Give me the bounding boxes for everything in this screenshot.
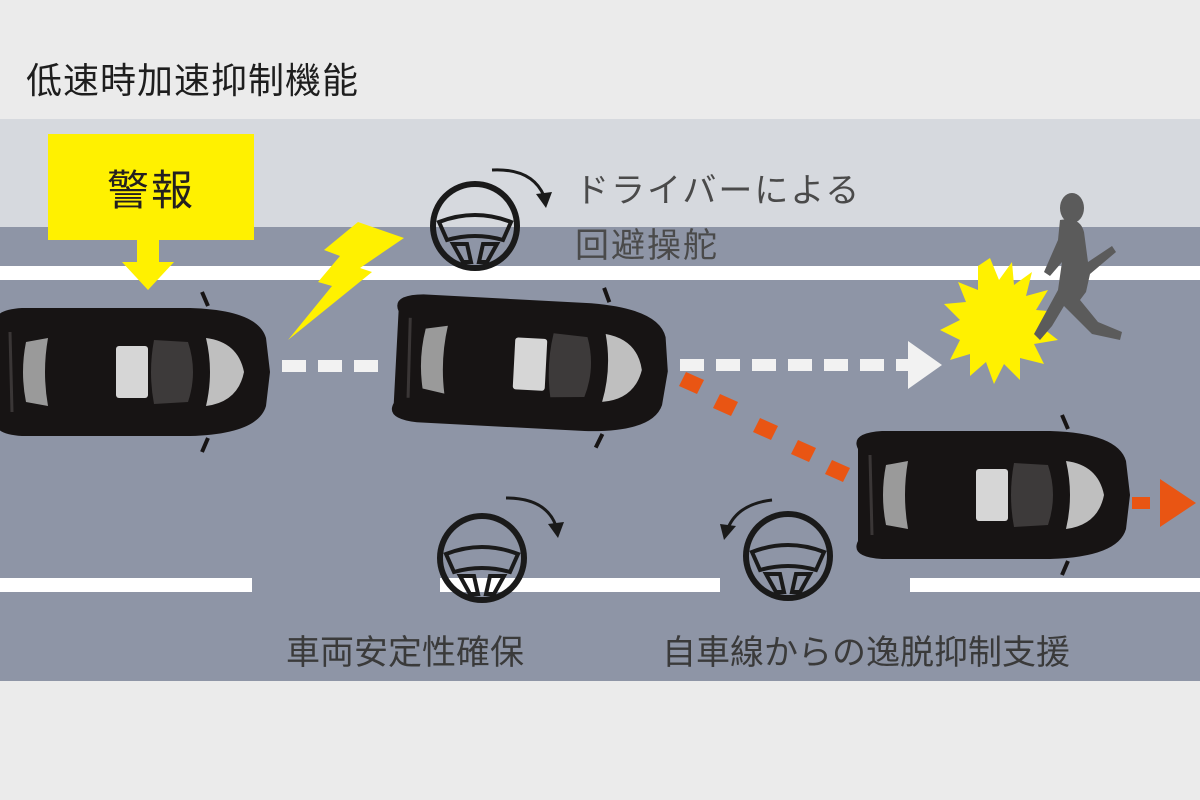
rotate-clockwise-icon bbox=[505, 496, 558, 527]
lane-line-bottom bbox=[0, 578, 252, 592]
rotate-counterclockwise-icon bbox=[726, 498, 773, 529]
rotate-clockwise-icon bbox=[491, 168, 546, 197]
car-lane-keep bbox=[854, 413, 1132, 577]
warning-bolt-icon bbox=[288, 222, 404, 340]
car-warning bbox=[0, 290, 272, 454]
stability-label: 車両安定性確保 bbox=[286, 633, 524, 673]
driver-avoidance-label: 回避操舵 bbox=[575, 226, 719, 266]
warning-badge: 警報 bbox=[48, 134, 254, 240]
rotate-arrowhead-icon bbox=[536, 192, 552, 208]
avoidance-path-arrow bbox=[679, 372, 1196, 527]
driver-avoidance-label: ドライバーによる bbox=[575, 171, 862, 211]
rotate-arrowhead-icon bbox=[720, 524, 736, 540]
lane-departure-label: 自車線からの逸脱抑制支援 bbox=[662, 633, 1070, 673]
warning-label: 警報 bbox=[106, 165, 195, 215]
rotate-arrowhead-icon bbox=[548, 522, 564, 538]
collision-burst-icon bbox=[940, 258, 1060, 384]
warning-down-arrow-icon bbox=[122, 238, 174, 290]
straight-path-arrow bbox=[282, 341, 942, 389]
lane-line-bottom bbox=[440, 578, 720, 592]
page-title: 低速時加速抑制機能 bbox=[26, 61, 360, 102]
pedestrian-icon bbox=[1034, 193, 1122, 340]
lane-line-top bbox=[0, 266, 1200, 280]
lane-line-bottom bbox=[910, 578, 1200, 592]
